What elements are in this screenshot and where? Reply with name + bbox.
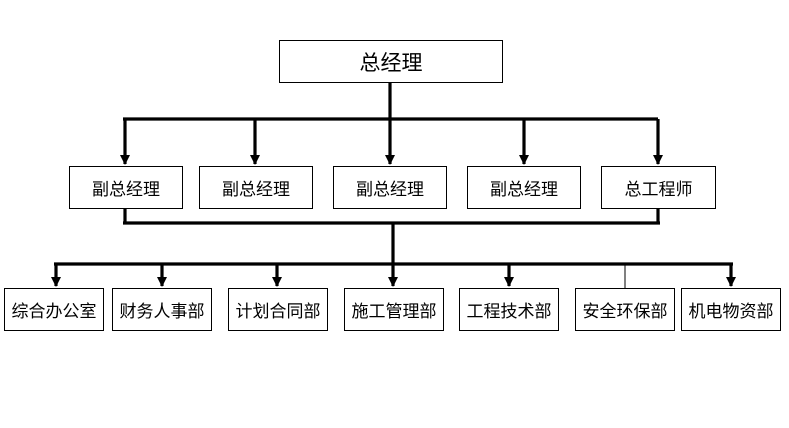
department-box-3: 计划合同部	[228, 288, 328, 331]
deputy-box-3: 副总经理	[333, 166, 447, 209]
deputy-box-4: 副总经理	[467, 166, 581, 209]
chief-engineer-box: 总工程师	[601, 166, 716, 209]
department-box-7: 机电物资部	[681, 288, 781, 331]
department-box-5: 工程技术部	[459, 288, 559, 331]
department-box-6: 安全环保部	[575, 288, 675, 331]
department-box-2: 财务人事部	[112, 288, 212, 331]
deputy-box-1: 副总经理	[69, 166, 183, 209]
deputy-box-2: 副总经理	[199, 166, 313, 209]
general-manager-box: 总经理	[279, 40, 503, 83]
department-box-4: 施工管理部	[344, 288, 444, 331]
department-box-1: 综合办公室	[4, 288, 104, 331]
